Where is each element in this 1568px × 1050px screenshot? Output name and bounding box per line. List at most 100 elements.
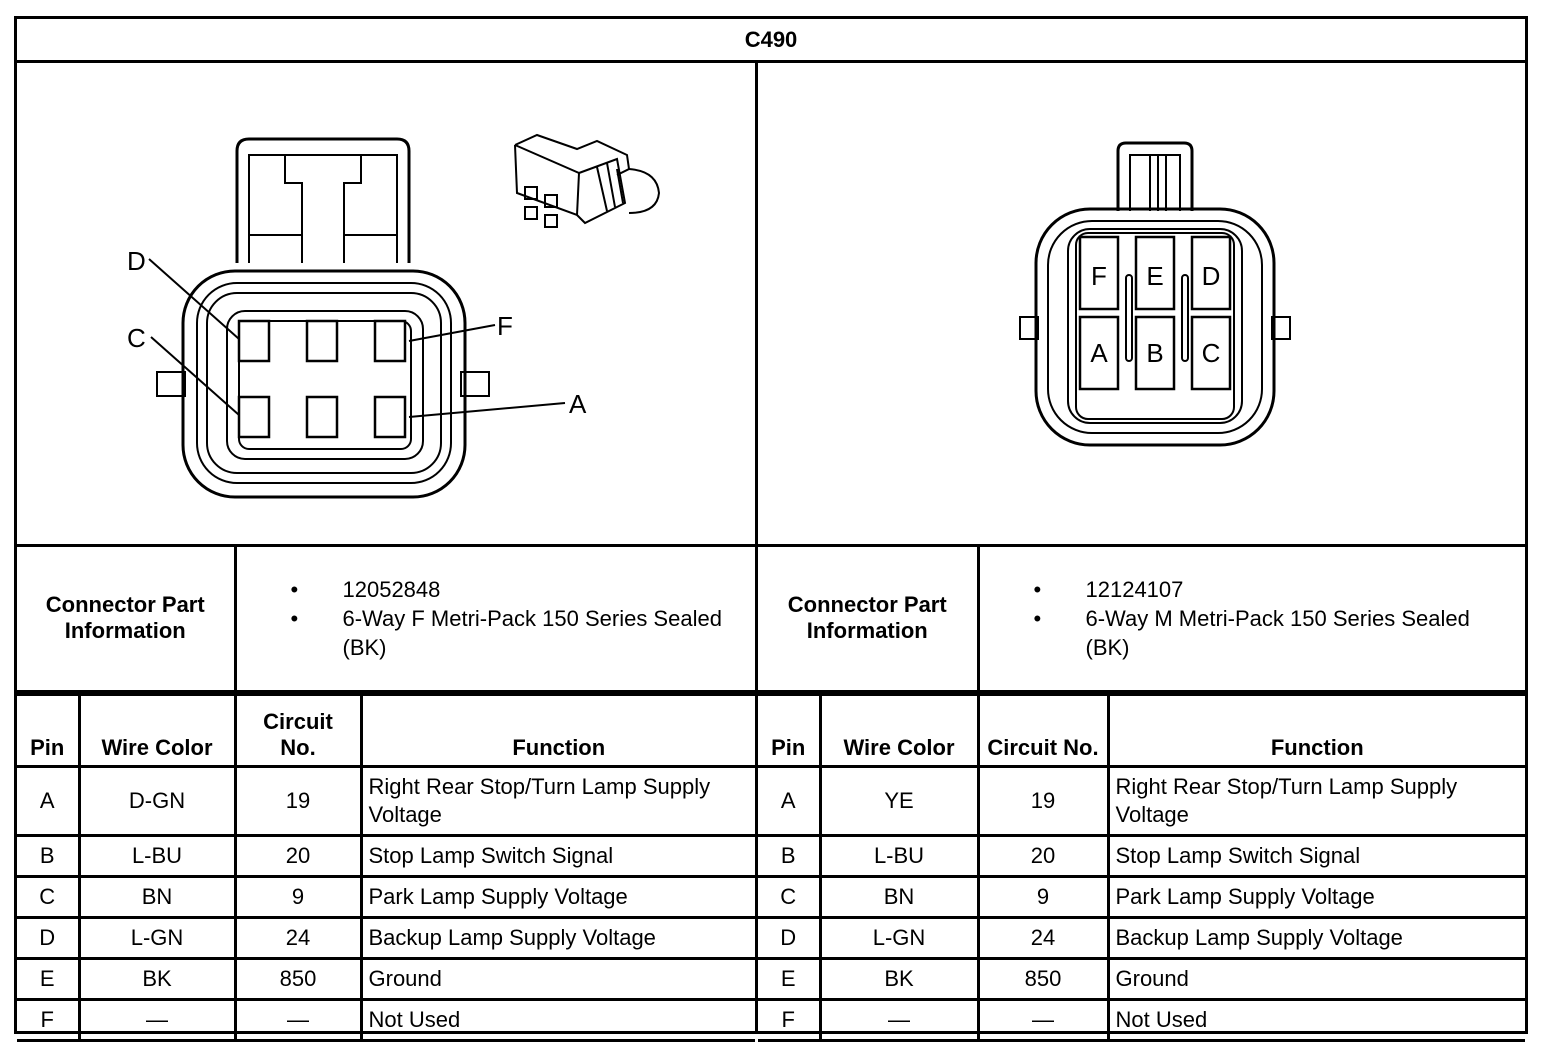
pin-label-a: A	[569, 389, 587, 419]
male-part-info-table: Connector Part Information 12124107 6-Wa…	[758, 547, 1525, 693]
male-pin-blocks	[1078, 235, 1232, 391]
part-number: 12124107	[986, 575, 1520, 604]
table-row: F — — Not Used	[758, 997, 1525, 1042]
wire-color-cell: D-GN	[77, 764, 237, 837]
female-connector-drawing: D C F A	[127, 133, 661, 499]
part-info-details: 12052848 6-Way F Metri-Pack 150 Series S…	[233, 547, 755, 693]
female-part-info-table: Connector Part Information 12052848 6-Wa…	[17, 547, 755, 693]
pin-label-c: C	[127, 323, 146, 353]
wire-color-cell: L-BU	[818, 833, 980, 878]
function-cell: Right Rear Stop/Turn Lamp Supply Voltage	[359, 764, 755, 837]
circuit-cell: 20	[233, 833, 363, 878]
part-description: 6-Way M Metri-Pack 150 Series Sealed (BK…	[986, 604, 1520, 662]
circuit-cell: —	[976, 997, 1110, 1042]
male-connector-table-section: Connector Part Information 12124107 6-Wa…	[758, 547, 1525, 1042]
function-cell: Not Used	[1106, 997, 1525, 1042]
pin-cell: E	[758, 956, 822, 1001]
female-cavities	[237, 319, 407, 439]
part-info-details: 12124107 6-Way M Metri-Pack 150 Series S…	[976, 547, 1525, 693]
table-row: B L-BU 20 Stop Lamp Switch Signal	[17, 833, 755, 878]
wire-color-cell: BN	[77, 874, 237, 919]
pin-cell: A	[17, 764, 81, 837]
female-connector-panel: D C F A	[17, 63, 755, 544]
male-connector-panel: F E D A B C	[758, 63, 1525, 544]
pin-label-a: A	[1090, 338, 1108, 368]
header-function: Function	[1106, 692, 1525, 768]
pin-label-f: F	[1091, 261, 1107, 291]
pin-label-b: B	[1146, 338, 1163, 368]
header-wire-color: Wire Color	[77, 692, 237, 768]
wire-color-cell: L-BU	[77, 833, 237, 878]
connector-sheet: C490	[14, 16, 1528, 1042]
pin-label-c: C	[1202, 338, 1221, 368]
pin-cell: B	[17, 833, 81, 878]
table-row: C BN 9 Park Lamp Supply Voltage	[758, 874, 1525, 919]
wire-color-cell: BK	[77, 956, 237, 1001]
pin-cell: C	[758, 874, 822, 919]
circuit-cell: 20	[976, 833, 1110, 878]
table-row: A YE 19 Right Rear Stop/Turn Lamp Supply…	[758, 764, 1525, 837]
function-cell: Stop Lamp Switch Signal	[1106, 833, 1525, 878]
circuit-cell: 24	[233, 915, 363, 960]
function-cell: Backup Lamp Supply Voltage	[359, 915, 755, 960]
male-connector-drawing: F E D A B C	[1019, 141, 1291, 447]
male-pinout-table: Pin Wire Color Circuit No. Function A YE…	[758, 692, 1525, 1042]
header-circuit-no: Circuit No.	[976, 692, 1110, 768]
header-circuit-no: Circuit No.	[233, 692, 363, 768]
circuit-cell: —	[233, 997, 363, 1042]
part-info-label: Connector Part Information	[758, 547, 980, 693]
header-function: Function	[359, 692, 755, 768]
table-row: E BK 850 Ground	[758, 956, 1525, 1001]
connector-isometric-icon	[514, 133, 661, 228]
table-row: E BK 850 Ground	[17, 956, 755, 1001]
table-divider	[755, 547, 758, 1031]
table-row: D L-GN 24 Backup Lamp Supply Voltage	[17, 915, 755, 960]
female-pinout-table: Pin Wire Color Circuit No. Function A D-…	[17, 692, 755, 1042]
part-info-label: Connector Part Information	[17, 547, 237, 693]
connector-title: C490	[17, 19, 1525, 63]
pin-label-d: D	[1202, 261, 1221, 291]
pin-label-d: D	[127, 246, 146, 276]
wire-color-cell: L-GN	[77, 915, 237, 960]
pin-cell: F	[17, 997, 81, 1042]
pin-label-f: F	[497, 311, 513, 341]
diagram-area: D C F A	[17, 63, 1525, 547]
wire-color-cell: BN	[818, 874, 980, 919]
part-number: 12052848	[243, 575, 750, 604]
wire-color-cell: YE	[818, 764, 980, 837]
part-description: 6-Way F Metri-Pack 150 Series Sealed (BK…	[243, 604, 750, 662]
pinout-tables: Connector Part Information 12052848 6-Wa…	[17, 547, 1525, 1042]
panel-divider	[755, 63, 758, 544]
pin-cell: D	[758, 915, 822, 960]
circuit-cell: 19	[976, 764, 1110, 837]
circuit-cell: 19	[233, 764, 363, 837]
function-cell: Ground	[1106, 956, 1525, 1001]
circuit-cell: 24	[976, 915, 1110, 960]
function-cell: Ground	[359, 956, 755, 1001]
table-row: A D-GN 19 Right Rear Stop/Turn Lamp Supp…	[17, 764, 755, 837]
function-cell: Not Used	[359, 997, 755, 1042]
wire-color-cell: —	[77, 997, 237, 1042]
table-row: F — — Not Used	[17, 997, 755, 1042]
pin-cell: C	[17, 874, 81, 919]
function-cell: Right Rear Stop/Turn Lamp Supply Voltage	[1106, 764, 1525, 837]
circuit-cell: 850	[233, 956, 363, 1001]
wire-color-cell: BK	[818, 956, 980, 1001]
header-wire-color: Wire Color	[818, 692, 980, 768]
function-cell: Backup Lamp Supply Voltage	[1106, 915, 1525, 960]
pin-label-e: E	[1146, 261, 1163, 291]
function-cell: Park Lamp Supply Voltage	[359, 874, 755, 919]
circuit-cell: 9	[976, 874, 1110, 919]
circuit-cell: 850	[976, 956, 1110, 1001]
pin-cell: B	[758, 833, 822, 878]
pin-cell: F	[758, 997, 822, 1042]
female-connector-table-section: Connector Part Information 12052848 6-Wa…	[17, 547, 755, 1042]
table-row: C BN 9 Park Lamp Supply Voltage	[17, 874, 755, 919]
function-cell: Stop Lamp Switch Signal	[359, 833, 755, 878]
pin-cell: D	[17, 915, 81, 960]
wire-color-cell: L-GN	[818, 915, 980, 960]
header-pin: Pin	[758, 692, 822, 768]
pin-cell: A	[758, 764, 822, 837]
table-row: B L-BU 20 Stop Lamp Switch Signal	[758, 833, 1525, 878]
circuit-cell: 9	[233, 874, 363, 919]
